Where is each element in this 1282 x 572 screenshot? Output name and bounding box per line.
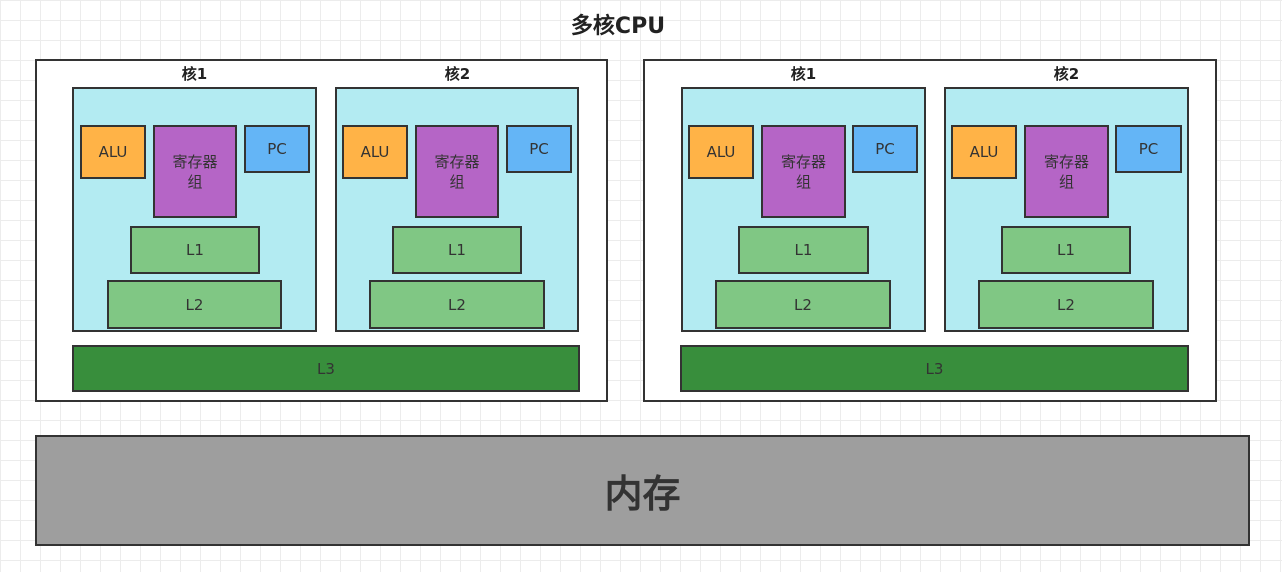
l3-cache-block: L3 [680, 345, 1189, 392]
l1-cache-block: L1 [1001, 226, 1131, 274]
pc-block: PC [1115, 125, 1182, 173]
alu-block: ALU [951, 125, 1017, 179]
pc-block: PC [244, 125, 310, 173]
core-label: 核1 [790, 65, 817, 83]
core-label: 核2 [444, 65, 471, 83]
register-file-block: 寄存器 组 [415, 125, 499, 218]
alu-block: ALU [342, 125, 408, 179]
register-file-block: 寄存器 组 [1024, 125, 1109, 218]
pc-block: PC [506, 125, 572, 173]
pc-block: PC [852, 125, 918, 173]
l2-cache-block: L2 [107, 280, 282, 329]
l2-cache-block: L2 [369, 280, 545, 329]
register-file-block: 寄存器 组 [761, 125, 846, 218]
l1-cache-block: L1 [738, 226, 869, 274]
alu-block: ALU [80, 125, 146, 179]
core-label: 核2 [1053, 65, 1080, 83]
l2-cache-block: L2 [715, 280, 891, 329]
alu-block: ALU [688, 125, 754, 179]
register-file-block: 寄存器 组 [153, 125, 237, 218]
memory-block: 内存 [35, 435, 1250, 546]
core-label: 核1 [181, 65, 208, 83]
l3-cache-block: L3 [72, 345, 580, 392]
l1-cache-block: L1 [392, 226, 522, 274]
l1-cache-block: L1 [130, 226, 260, 274]
l2-cache-block: L2 [978, 280, 1154, 329]
diagram-title: 多核CPU [570, 14, 666, 39]
